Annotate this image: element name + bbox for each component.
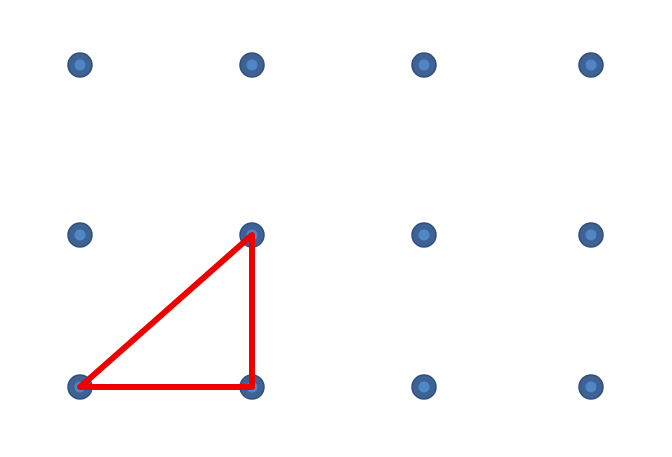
peg-inner-dot: [246, 59, 258, 71]
peg-inner-dot: [585, 229, 597, 241]
peg-inner-dot: [74, 229, 86, 241]
grid-peg-r1-c2: [411, 222, 437, 248]
grid-peg-r0-c3: [578, 52, 604, 78]
grid-peg-r2-c3: [578, 374, 604, 400]
grid-peg-r0-c0: [67, 52, 93, 78]
peg-inner-dot: [418, 381, 430, 393]
grid-peg-r1-c3: [578, 222, 604, 248]
peg-inner-dot: [585, 59, 597, 71]
peg-inner-dot: [418, 229, 430, 241]
peg-inner-dot: [585, 381, 597, 393]
right-triangle-outline: [77, 232, 255, 390]
grid-peg-r0-c2: [411, 52, 437, 78]
grid-peg-r1-c0: [67, 222, 93, 248]
triangle-shape-layer: [77, 232, 255, 390]
grid-peg-r0-c1: [239, 52, 265, 78]
grid-peg-r2-c2: [411, 374, 437, 400]
peg-inner-dot: [418, 59, 430, 71]
peg-grid: [67, 52, 604, 400]
peg-inner-dot: [74, 59, 86, 71]
